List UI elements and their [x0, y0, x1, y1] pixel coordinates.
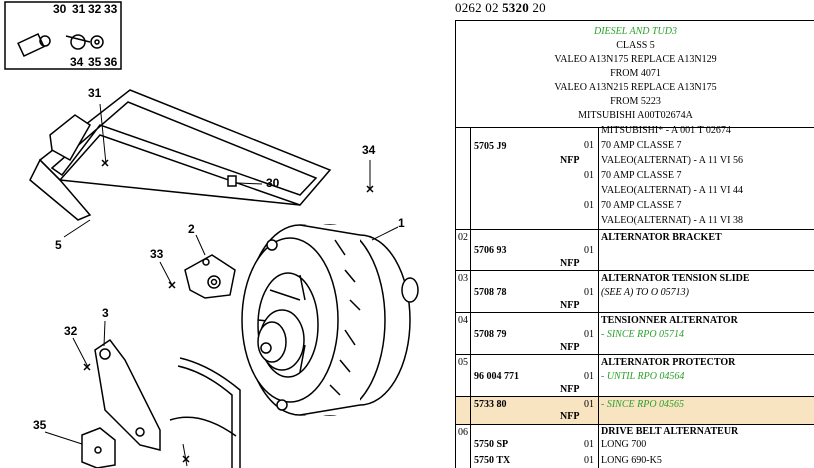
tensioner-bracket-part-2: [184, 254, 236, 299]
parts-row-tensioner[interactable]: 04 5708 79 NFP 01 TENSIONNER ALTERNATOR …: [455, 312, 814, 355]
callout-31: 31: [88, 86, 102, 100]
part-number: 5708 79: [474, 329, 507, 340]
desc-line: MITSUBISHI A00T02674A: [578, 110, 693, 121]
row-title: TENSIONNER ALTERNATOR: [601, 315, 738, 326]
row-line: VALEO(ALTERNAT) - A 11 VI 44: [601, 185, 743, 196]
qty: 01: [584, 371, 594, 382]
leader-lines: [44, 103, 399, 467]
row-line: LONG 700: [601, 439, 647, 450]
callout-34: 34: [362, 143, 376, 157]
inset-label-31: 31: [72, 2, 86, 16]
inset-label-35: 35: [88, 55, 102, 69]
part-30-pin: [227, 175, 237, 187]
fastener-markers: [83, 159, 374, 463]
parts-row-protector[interactable]: 05 96 004 771 NFP 01 ALTERNATOR PROTECTO…: [455, 354, 814, 397]
row-index: 03: [458, 273, 468, 284]
qty: 01: [584, 399, 594, 410]
qty: 01: [584, 200, 594, 211]
nfp-flag: NFP: [560, 411, 580, 422]
parts-row-alternator-bracket[interactable]: 02 5706 93 NFP 01 ALTERNATOR BRACKET: [455, 229, 814, 271]
row-line: VALEO(ALTERNAT) - A 11 VI 56: [601, 155, 743, 166]
drive-belt: [169, 357, 241, 468]
part-number: 5750 TX: [474, 455, 511, 466]
callout-1: 1: [398, 216, 405, 230]
callout-3: 3: [102, 306, 109, 320]
nfp-flag: NFP: [560, 300, 580, 311]
protector-block-part-35: [81, 427, 116, 468]
row-index: 04: [458, 315, 468, 326]
part-number: 96 004 771: [474, 371, 519, 382]
row-subtitle: - UNTIL RPO 04564: [601, 371, 685, 382]
part-number: 5708 78: [474, 287, 507, 298]
application-description: DIESEL AND TUD3 CLASS 5 VALEO A13N175 RE…: [455, 20, 814, 127]
qty: 01: [584, 329, 594, 340]
alternator-drawing: [4, 1, 419, 468]
row-subtitle: - SINCE RPO 04565: [601, 399, 685, 410]
inset-label-34: 34: [70, 55, 84, 69]
row-index: 02: [458, 232, 468, 243]
desc-line: VALEO A13N215 REPLACE A13N175: [554, 82, 717, 93]
inset-label-36: 36: [104, 55, 118, 69]
row-line: MITSUBISHI* - A 001 T 02674: [601, 125, 731, 136]
qty: 01: [584, 170, 594, 181]
callout-33: 33: [150, 247, 164, 261]
row-subtitle: - SINCE RPO 05714: [601, 329, 685, 340]
nfp-flag: NFP: [560, 155, 580, 166]
row-line: 70 AMP CLASSE 7: [601, 200, 682, 211]
qty: 01: [584, 245, 594, 256]
row-index: 05: [458, 357, 468, 368]
parts-row-tension-slide[interactable]: 03 5708 78 NFP 01 ALTERNATOR TENSION SLI…: [455, 270, 814, 313]
ref-bold: 5320: [502, 0, 529, 15]
inset-label-33: 33: [104, 2, 118, 16]
part-number: 5706 93: [474, 245, 507, 256]
desc-line: VALEO A13N175 REPLACE A13N129: [554, 54, 717, 65]
catalog-reference: 0262 02 5320 20: [455, 0, 546, 16]
callout-5: 5: [55, 238, 62, 252]
ref-suffix: 20: [532, 0, 546, 15]
qty: 01: [584, 287, 594, 298]
row-title: ALTERNATOR BRACKET: [601, 232, 722, 243]
callout-35: 35: [33, 418, 47, 432]
parts-row-alternator[interactable]: 5705 J9 NFP MITSUBISHI* - A 001 T 02674 …: [455, 125, 814, 230]
qty: 01: [584, 455, 594, 466]
bracket-part-5: [29, 89, 332, 221]
qty: 01: [584, 439, 594, 450]
callout-2: 2: [188, 222, 195, 236]
row-title: DRIVE BELT ALTERNATEUR: [601, 426, 739, 437]
tension-slide-part-3: [94, 338, 161, 451]
callout-30: 30: [266, 176, 280, 190]
row-line: VALEO(ALTERNAT) - A 11 VI 38: [601, 215, 743, 226]
row-title: ALTERNATOR TENSION SLIDE: [601, 273, 750, 284]
parts-row-protector-alt-selected[interactable]: 5733 80 NFP 01 - SINCE RPO 04565: [455, 396, 814, 425]
part-number: 5705 J9: [474, 141, 507, 152]
nfp-flag: NFP: [560, 384, 580, 395]
ref-prefix: 0262 02: [455, 0, 499, 15]
part-number: 5750 SP: [474, 439, 509, 450]
callout-32: 32: [64, 324, 78, 338]
row-title: ALTERNATOR PROTECTOR: [601, 357, 736, 368]
row-line: 70 AMP CLASSE 7: [601, 170, 682, 181]
qty: 01: [584, 140, 594, 151]
inset-label-30: 30: [53, 2, 67, 16]
row-subtitle: (SEE A) TO O 05713): [601, 287, 689, 298]
desc-line: CLASS 5: [616, 40, 655, 51]
nfp-flag: NFP: [560, 342, 580, 353]
row-line: LONG 690-K5: [601, 455, 662, 466]
fastener-inset: [4, 1, 122, 70]
desc-title: DIESEL AND TUD3: [594, 26, 677, 37]
row-line: 70 AMP CLASSE 7: [601, 140, 682, 151]
desc-line: FROM 5223: [610, 96, 661, 107]
alternator-part-1: [241, 224, 419, 416]
parts-list-panel: 0262 02 5320 20 DIESEL AND TUD3 CLASS 5 …: [452, 0, 814, 468]
part-number: 5733 80: [474, 399, 507, 410]
desc-line: FROM 4071: [610, 68, 661, 79]
inset-label-32: 32: [88, 2, 102, 16]
exploded-parts-diagram: 30 31 32 33 34 35 36 31 34 30 5 2 1 33 3…: [4, 1, 419, 468]
nfp-flag: NFP: [560, 258, 580, 269]
parts-row-drive-belt[interactable]: 06 5750 SP 5750 TX 01 01 DRIVE BELT ALTE…: [455, 424, 814, 468]
row-index: 06: [458, 427, 468, 438]
